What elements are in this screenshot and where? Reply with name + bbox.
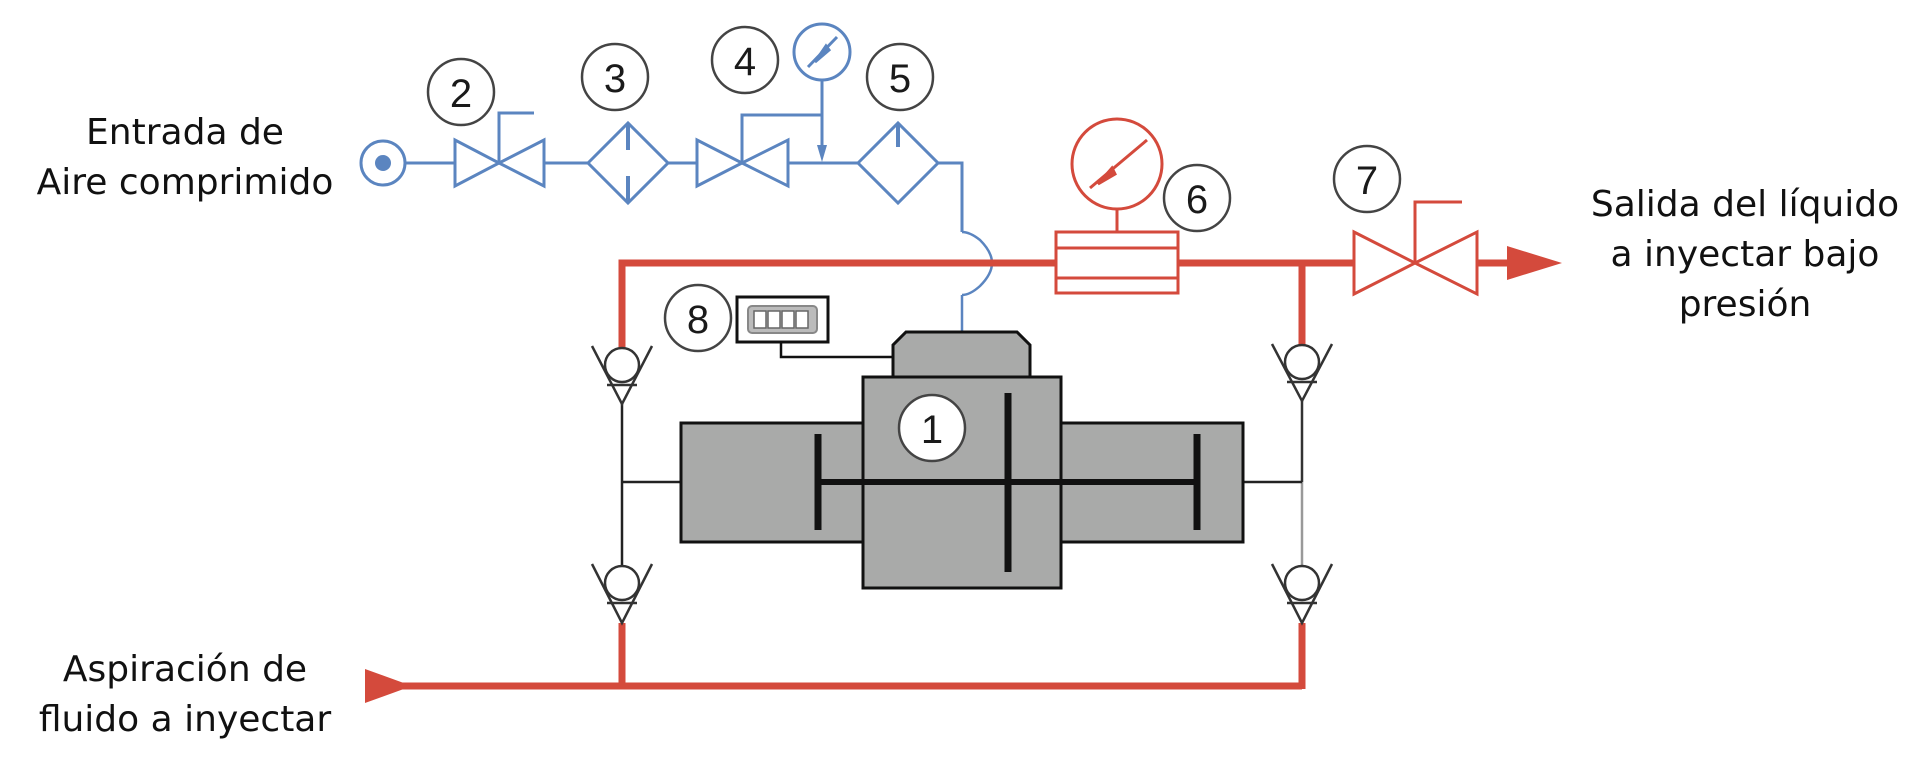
label-line: a inyectar bajo <box>1610 234 1880 275</box>
badge-6: 6 <box>1162 163 1232 233</box>
air-pressure-gauge-icon <box>792 22 852 162</box>
liquid-pressure-gauge-icon <box>1070 117 1164 211</box>
air-lubricator-icon <box>855 120 941 206</box>
label-line: presión <box>1678 284 1812 325</box>
badge-number: 2 <box>450 72 472 116</box>
liquid-outlet-label: Salida del líquido a inyectar bajo presi… <box>1570 180 1920 330</box>
label-line: Entrada de <box>86 112 284 153</box>
badge-3: 3 <box>580 42 650 112</box>
check-valve-icon <box>590 345 654 407</box>
check-valve-icon <box>1270 563 1334 626</box>
air-motor-cap <box>891 330 1032 379</box>
badge-number: 5 <box>889 57 911 101</box>
air-filter-icon <box>585 120 671 206</box>
badge-number: 6 <box>1186 178 1208 222</box>
label-line: Salida del líquido <box>1590 184 1900 225</box>
fluid-suction-line <box>400 623 1306 690</box>
fluid-suction-label: Aspiración de fluido a inyectar <box>20 645 350 745</box>
label-line: Aspiración de <box>62 649 308 690</box>
badge-2: 2 <box>426 57 496 127</box>
badge-number: 4 <box>734 40 756 84</box>
badge-1: 1 <box>897 393 967 463</box>
liquid-outlet-arrow-icon <box>1507 246 1562 280</box>
air-inlet-label: Entrada de Aire comprimido <box>20 108 350 208</box>
check-valve-icon <box>590 563 654 626</box>
check-valve-icon <box>1270 343 1334 404</box>
badge-4: 4 <box>710 25 780 95</box>
pump-motor <box>679 330 1245 590</box>
pulsation-damper-icon <box>1054 209 1180 295</box>
badge-number: 7 <box>1356 159 1378 203</box>
badge-number: 8 <box>687 298 709 342</box>
label-line: Aire comprimido <box>36 162 334 203</box>
badge-number: 1 <box>921 408 943 452</box>
air-supply-line <box>359 22 994 332</box>
liquid-discharge-line <box>618 259 1515 347</box>
badge-5: 5 <box>865 42 935 112</box>
label-line: fluido a inyectar <box>38 699 332 740</box>
fluid-suction-arrow-icon <box>365 669 412 703</box>
stroke-counter-icon <box>735 295 893 359</box>
check-valves <box>590 343 1334 626</box>
badge-7: 7 <box>1332 144 1402 214</box>
air-pressure-regulator-icon[interactable] <box>695 113 822 189</box>
liquid-outlet-valve-icon[interactable] <box>1352 200 1479 297</box>
badge-8: 8 <box>663 283 733 353</box>
badge-number: 3 <box>604 57 626 101</box>
air-inlet-icon <box>359 139 407 187</box>
